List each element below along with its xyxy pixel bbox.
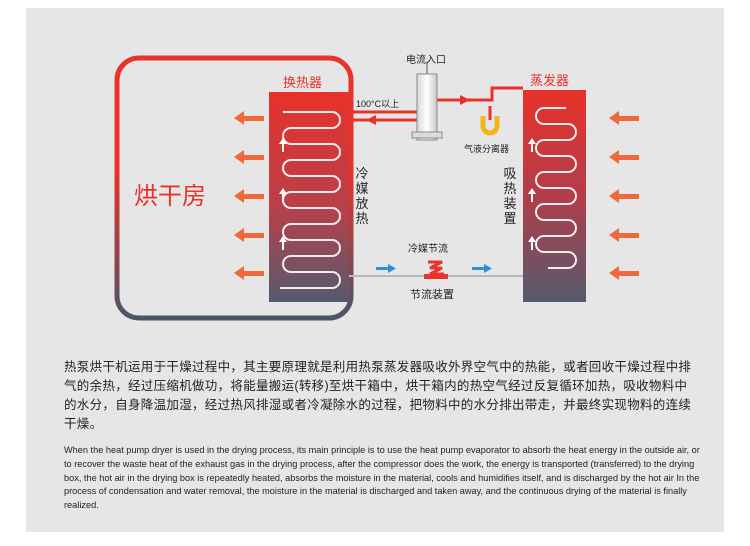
heat-exchanger-block <box>269 92 349 302</box>
refrigerant-release-label: 冷媒放热 <box>355 166 369 226</box>
chinese-description: 热泵烘干机运用于干燥过程中，其主要原理就是利用热泵蒸发器吸收外界空气中的热能，或… <box>64 360 692 431</box>
current-input-label: 电流入口 <box>406 55 446 66</box>
heat-absorb-label: 吸热装置 <box>503 166 517 226</box>
heat-pump-diagram <box>114 55 639 321</box>
throttle-blue-arrows <box>376 264 492 273</box>
content-card <box>26 8 724 532</box>
evaporator-label: 蒸发器 <box>530 73 570 88</box>
english-description: When the heat pump dryer is used in the … <box>64 445 700 511</box>
throttle-label: 冷媒节流 <box>408 244 448 255</box>
compressor-base <box>411 131 443 139</box>
heat-exchanger-label: 换热器 <box>283 75 323 90</box>
hot-pipe-arrow-left <box>366 115 376 125</box>
evaporator-up-arrows <box>528 138 536 250</box>
evaporator-coil <box>535 107 577 269</box>
drying-room-outline <box>114 55 354 321</box>
throttle-device-label: 节流装置 <box>410 289 454 301</box>
compressor-cylinder <box>416 73 438 141</box>
heat-out-arrows <box>234 111 264 280</box>
throttle-valve-icon <box>428 260 444 276</box>
separator-icon <box>480 116 500 136</box>
temperature-label: 100°C以上 <box>356 99 400 109</box>
heat-exchanger-up-arrows <box>279 138 287 250</box>
air-in-arrows <box>609 111 639 280</box>
drying-room-label: 烘干房 <box>134 183 206 210</box>
hot-pipe-arrow-right <box>460 95 470 105</box>
separator-label: 气液分离器 <box>464 144 510 154</box>
